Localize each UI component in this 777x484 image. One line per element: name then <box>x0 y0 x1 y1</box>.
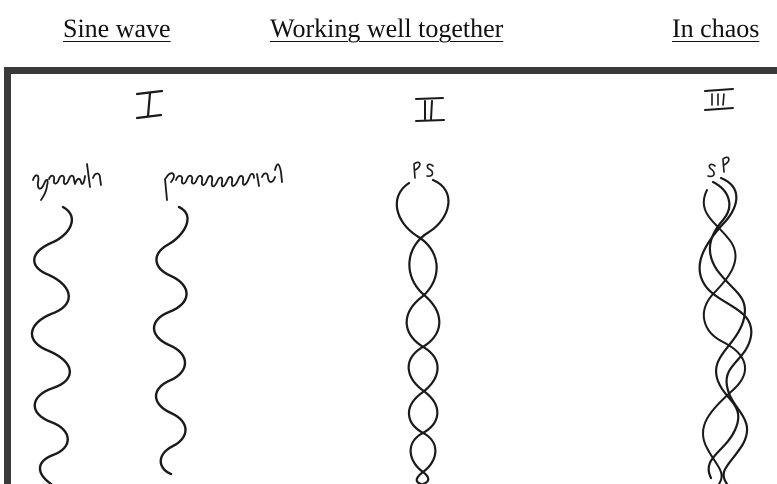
label-working-well-together: Working well together <box>270 14 504 43</box>
sketch-canvas <box>30 88 753 484</box>
wave-parasympathetic <box>152 205 189 476</box>
braid-strand-b <box>407 178 450 484</box>
chaos-strand-a <box>707 180 746 480</box>
scribble-p-s <box>413 161 434 179</box>
label-sine-wave: Sine wave <box>63 14 171 43</box>
numeral-two <box>415 97 445 122</box>
scribble-sympathetic <box>32 163 102 201</box>
wave-sympathetic <box>30 205 74 484</box>
braid-strand-a <box>395 181 439 484</box>
numeral-one <box>135 89 164 120</box>
label-in-chaos: In chaos <box>672 14 760 43</box>
scribble-s-p <box>707 156 730 178</box>
numeral-three <box>704 88 734 111</box>
chaos-strand-b <box>698 176 753 484</box>
hand-drawn-sketch <box>4 67 777 484</box>
chaos-strand-c <box>701 189 746 484</box>
scribble-parasympathetic <box>164 163 283 201</box>
